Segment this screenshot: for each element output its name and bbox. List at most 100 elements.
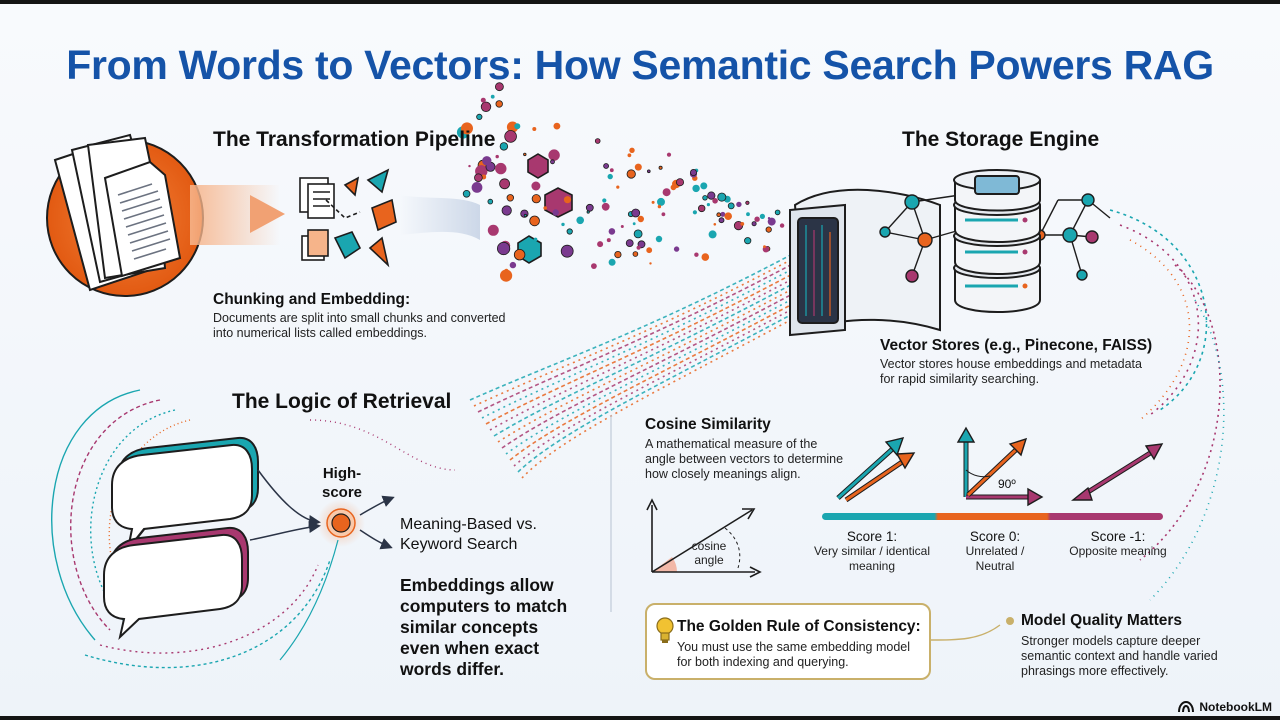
embedding-dot <box>495 100 503 108</box>
embedding-dot <box>585 203 594 212</box>
model-quality-bullet <box>1006 617 1014 625</box>
embedding-dot <box>468 164 471 168</box>
golden-rule-heading: The Golden Rule of Consistency: <box>677 618 921 635</box>
embedding-dot <box>471 182 483 193</box>
embedding-dot <box>692 184 700 193</box>
embedding-dot <box>543 206 547 210</box>
embedding-dot <box>746 212 750 217</box>
embedding-dot <box>646 247 653 254</box>
pipeline-heading: The Transformation Pipeline <box>213 128 496 151</box>
embedding-dot <box>670 184 677 191</box>
embedding-dot <box>625 239 634 248</box>
notebooklm-logo-icon <box>1178 701 1195 713</box>
embedding-dot <box>601 202 610 211</box>
embedding-dot <box>500 269 513 282</box>
embedding-dot <box>765 226 772 233</box>
vector-network-graph <box>879 193 1111 283</box>
embedding-dot <box>718 217 725 224</box>
embedding-dot <box>474 173 483 183</box>
embedding-dot <box>673 246 680 252</box>
storage-subheading: Vector Stores (e.g., Pinecone, FAISS) <box>880 337 1153 354</box>
cosine-angle-diagram <box>646 498 762 578</box>
embedding-dot <box>532 164 538 170</box>
embedding-dot <box>620 225 624 228</box>
embedding-dot <box>616 185 620 189</box>
embedding-dot <box>586 210 590 214</box>
embedding-dot <box>529 215 540 227</box>
embedding-dot <box>629 147 635 153</box>
embedding-dot <box>476 113 483 121</box>
query-bubble-icon <box>111 436 259 550</box>
embedding-dot <box>494 82 504 92</box>
embedding-dot <box>692 210 698 215</box>
embedding-dot <box>767 217 776 226</box>
vector-store-tunnel-icon <box>789 188 941 337</box>
embedding-dot <box>591 263 597 269</box>
embedding-dot <box>717 192 727 202</box>
embedding-dot <box>727 202 735 210</box>
embedding-dot <box>651 200 655 204</box>
high-score-label: High-score <box>321 465 363 501</box>
embedding-dot <box>658 165 663 170</box>
embedding-dot <box>636 245 641 250</box>
embedding-dot <box>708 230 717 239</box>
embedding-dot <box>736 201 742 208</box>
embedding-dot <box>576 216 584 225</box>
score-item: Score 0: Unrelated / Neutral <box>955 529 1035 574</box>
score-meaning: Very similar / identical meaning <box>813 544 931 573</box>
embedding-dot <box>553 122 561 130</box>
embedding-dot <box>608 228 616 235</box>
embedding-stream-line <box>517 309 801 473</box>
pipeline-description: Documents are split into small chunks an… <box>213 311 506 340</box>
embedding-dot <box>767 217 771 220</box>
embedding-dot <box>627 153 632 158</box>
embedding-dot <box>745 200 750 205</box>
embedding-dot <box>657 197 665 206</box>
embedding-dot <box>690 168 698 176</box>
embedding-dot <box>763 245 766 249</box>
embedding-dot <box>779 223 785 228</box>
embedding-dot <box>754 216 760 222</box>
embedding-dot <box>614 251 622 259</box>
embedding-dot <box>744 237 752 245</box>
embedding-dot <box>649 262 652 265</box>
embedding-dot <box>566 228 573 235</box>
embedding-dot <box>698 204 706 213</box>
embedding-dot <box>603 163 609 169</box>
embedding-stream-line <box>485 269 801 425</box>
storage-heading: The Storage Engine <box>902 128 1100 151</box>
notebooklm-label: NotebookLM <box>1199 700 1272 714</box>
model-quality-heading: Model Quality Matters <box>1021 612 1183 629</box>
embedding-dot <box>609 168 614 173</box>
score-value: Score 1: <box>846 529 898 544</box>
document-bubble-icon <box>103 526 249 640</box>
embedding-dot <box>532 127 537 131</box>
embedding-dot <box>606 238 611 243</box>
embedding-dot <box>597 241 604 248</box>
embedding-dot <box>740 222 745 226</box>
embedding-dot <box>759 213 766 219</box>
embedding-dot <box>533 237 538 242</box>
high-score-node <box>249 469 395 661</box>
score-meaning: Opposite meaning <box>1069 544 1167 558</box>
cosine-description: A mathematical measure of the angle betw… <box>645 437 844 481</box>
page-title: From Words to Vectors: How Semantic Sear… <box>66 42 1214 88</box>
retrieval-description: Embeddings allow computers to match simi… <box>400 575 568 679</box>
embedding-dot <box>608 258 616 266</box>
golden-rule-card: The Golden Rule of Consistency: You must… <box>645 603 931 680</box>
embedding-dot <box>707 191 716 200</box>
embedding-dot <box>514 123 521 130</box>
embedding-dot <box>550 159 555 165</box>
embedding-dot <box>594 138 601 144</box>
embedding-dot <box>499 178 511 190</box>
embedding-dot <box>487 198 494 205</box>
embedding-dot <box>607 173 613 180</box>
embedding-dot <box>531 181 541 191</box>
embedding-dot <box>602 198 607 203</box>
cosine-angle-label: cosine angle <box>691 539 727 567</box>
embedding-dot <box>495 162 507 175</box>
database-server-icon <box>953 169 1041 313</box>
embedding-dot <box>495 154 499 159</box>
embedding-dot <box>724 212 732 220</box>
embedding-stream-line <box>481 264 801 419</box>
